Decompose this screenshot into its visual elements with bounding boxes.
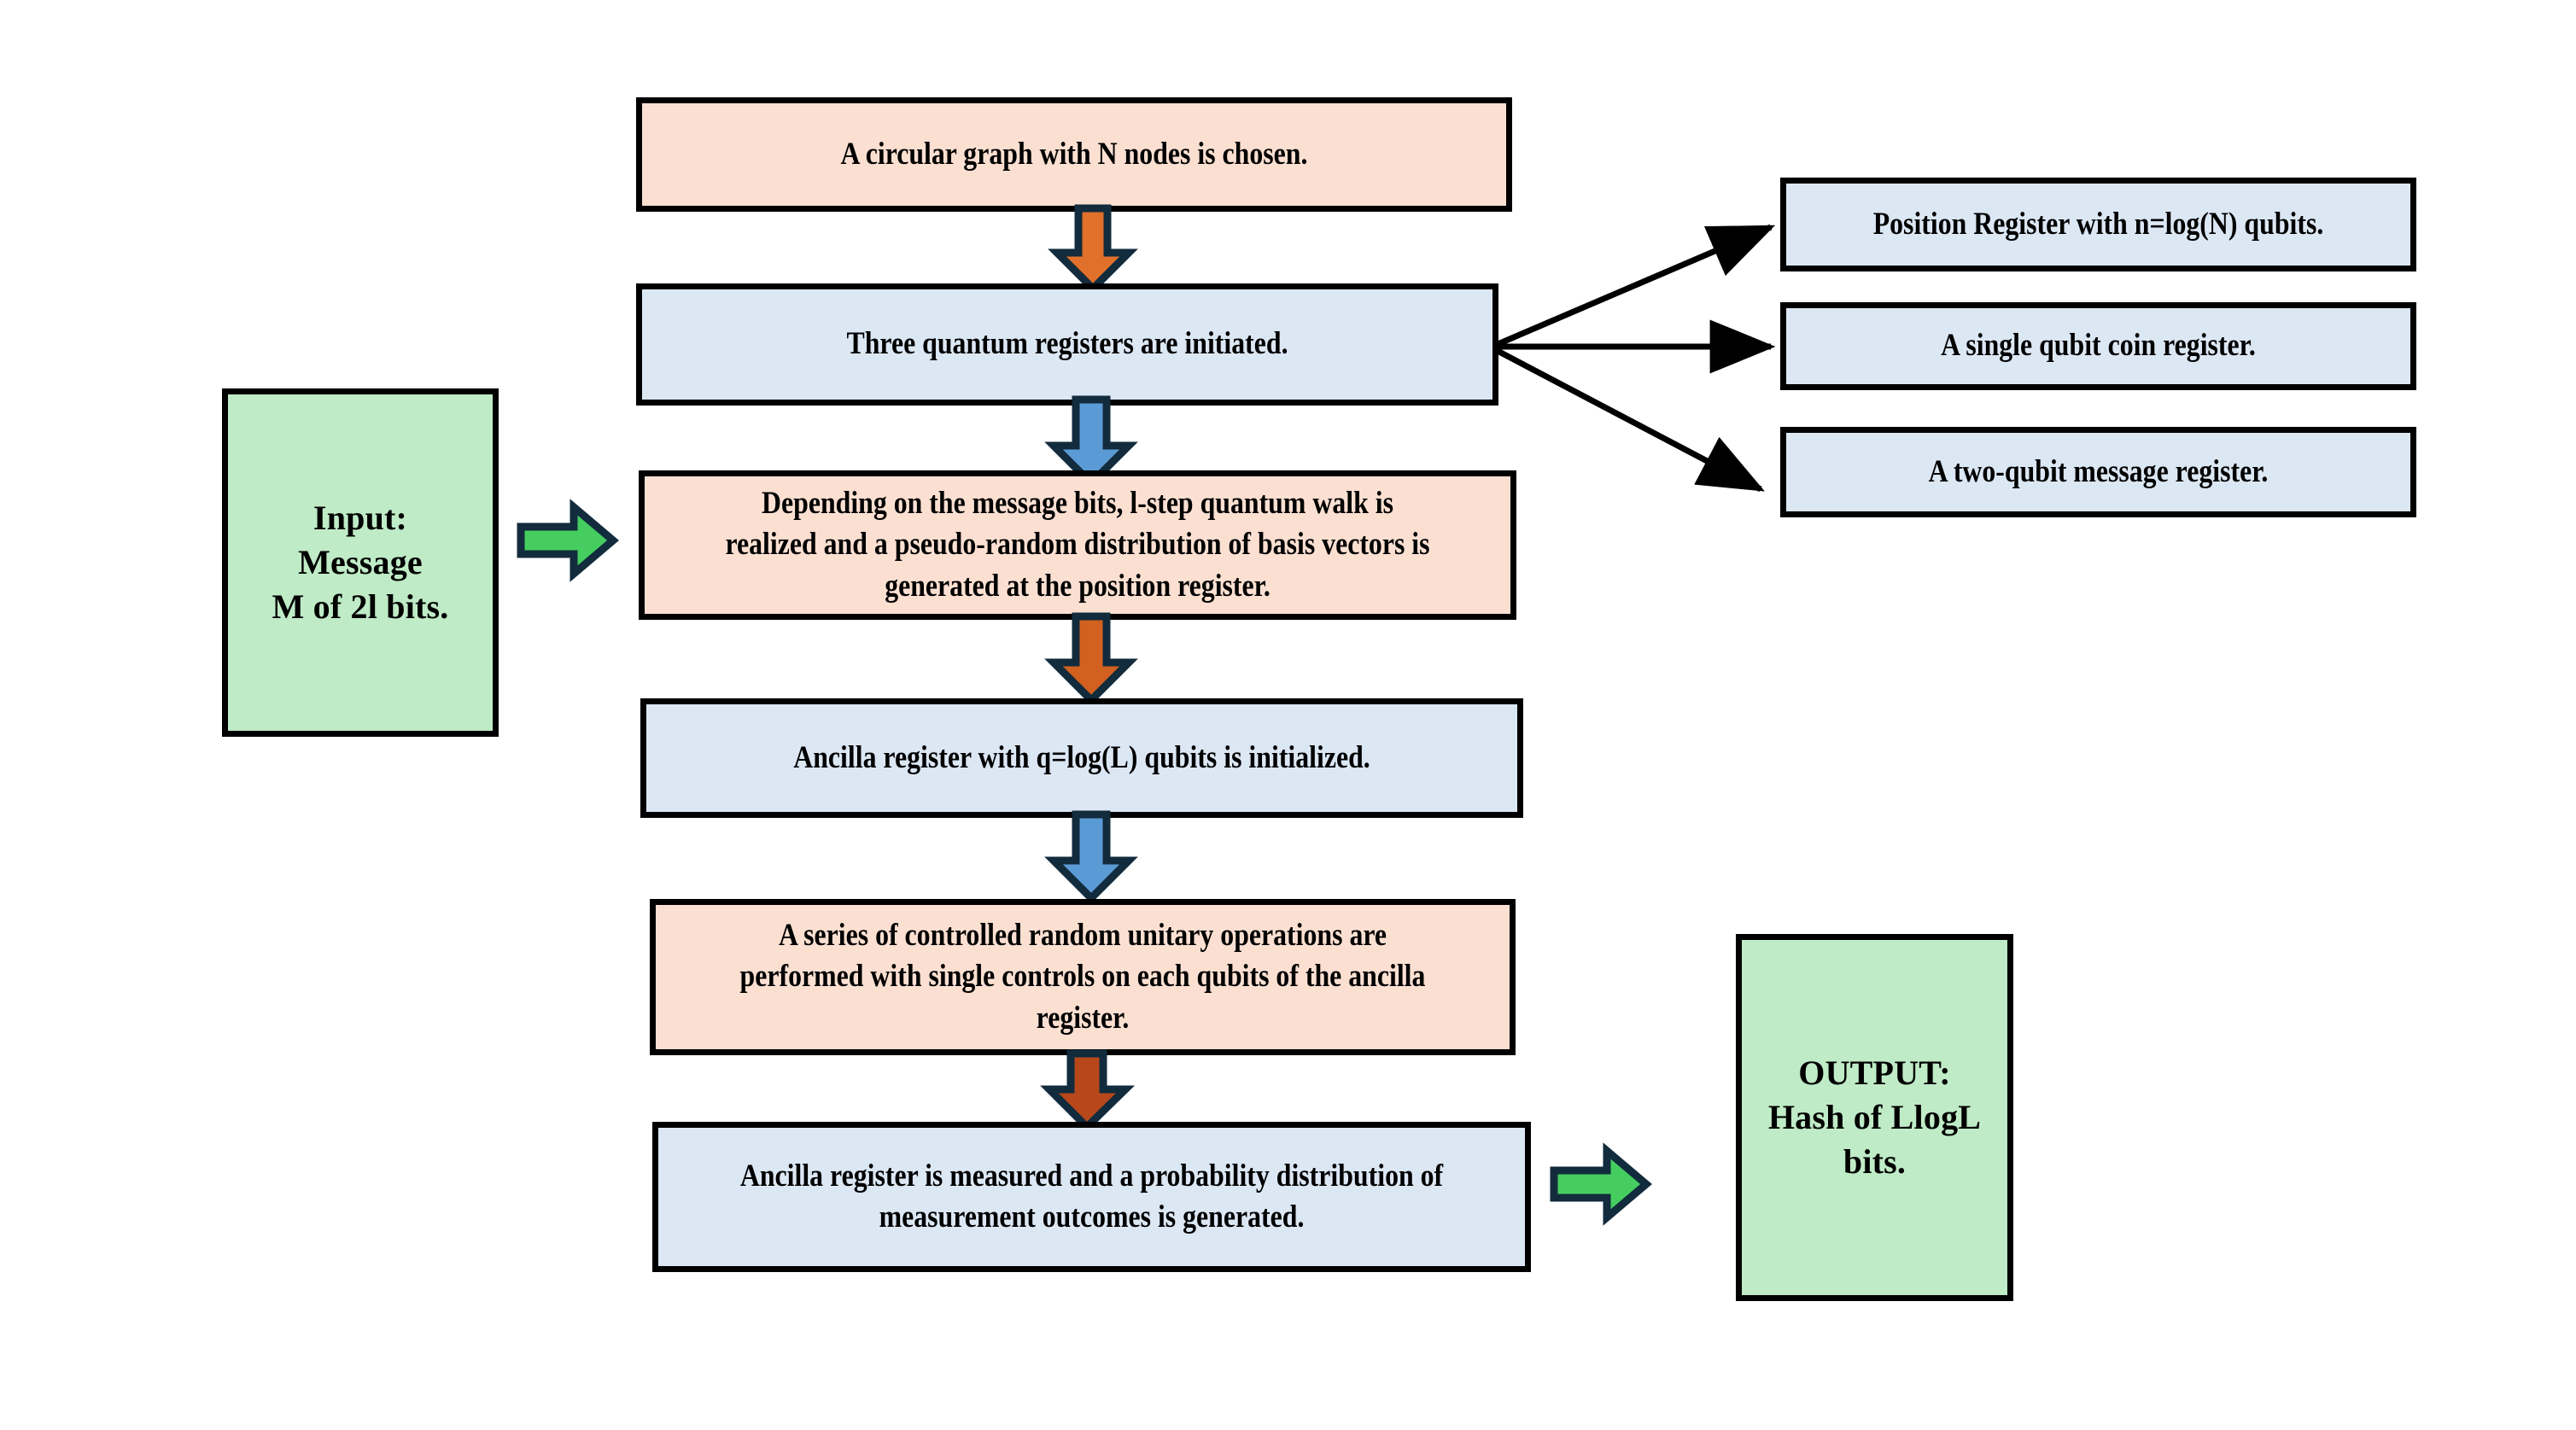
- node-graph-chosen-label: A circular graph with N nodes is chosen.: [840, 136, 1308, 172]
- node-registers-initiated-label: Three quantum registers are initiated.: [846, 326, 1288, 362]
- node-output: OUTPUT: Hash of LlogL bits.: [1736, 934, 2013, 1301]
- node-quantum-walk-label: Depending on the message bits, l-step qu…: [725, 486, 1430, 604]
- node-position-register-label: Position Register with n=log(N) qubits.: [1872, 206, 2324, 242]
- node-coin-register-label: A single qubit coin register.: [1941, 328, 2256, 364]
- node-unitary-ops-label: A series of controlled random unitary op…: [739, 918, 1426, 1036]
- node-message-register-label: A two-qubit message register.: [1928, 453, 2269, 489]
- arrow-ancilla-to-unitary: [1044, 810, 1138, 904]
- arrow-unitary-to-measurement: [1040, 1049, 1136, 1133]
- arrow-registers-to-walk: [1044, 395, 1138, 489]
- node-coin-register: A single qubit coin register.: [1780, 302, 2416, 390]
- node-unitary-ops: A series of controlled random unitary op…: [650, 899, 1516, 1055]
- arrow-walk-to-ancilla: [1044, 612, 1138, 706]
- node-graph-chosen: A circular graph with N nodes is chosen.: [636, 97, 1512, 212]
- node-input-label: Input: Message M of 2l bits.: [272, 499, 449, 626]
- arrow-measurement-to-output: [1550, 1142, 1652, 1226]
- connector-registers-to-position: [1494, 224, 1776, 348]
- node-position-register: Position Register with n=log(N) qubits.: [1780, 178, 2416, 271]
- node-message-register: A two-qubit message register.: [1780, 427, 2416, 517]
- node-registers-initiated: Three quantum registers are initiated.: [636, 283, 1498, 406]
- connector-registers-to-message: [1494, 347, 1765, 493]
- arrow-input-to-walk: [517, 499, 619, 582]
- arrow-graph-to-registers: [1048, 204, 1138, 295]
- node-output-label: OUTPUT: Hash of LlogL bits.: [1767, 1054, 1982, 1181]
- node-ancilla-init: Ancilla register with q=log(L) qubits is…: [640, 698, 1523, 818]
- node-input: Input: Message M of 2l bits.: [222, 388, 499, 737]
- node-measurement: Ancilla register is measured and a proba…: [652, 1122, 1531, 1272]
- node-measurement-label: Ancilla register is measured and a proba…: [739, 1158, 1444, 1234]
- node-quantum-walk: Depending on the message bits, l-step qu…: [639, 470, 1516, 620]
- node-ancilla-init-label: Ancilla register with q=log(L) qubits is…: [793, 739, 1370, 775]
